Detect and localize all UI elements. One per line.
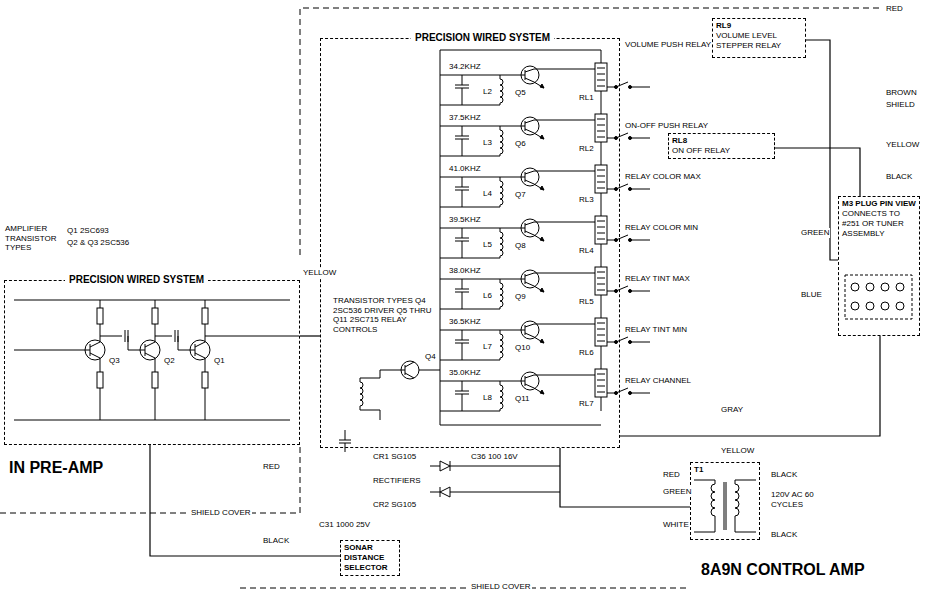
wire-connector <box>620 336 880 436</box>
schematic-label: AMPLIFIER TRANSISTOR TYPES <box>4 224 64 253</box>
schematic-label: Q10 <box>514 343 531 353</box>
schematic-label: Q8 <box>514 241 527 251</box>
node-text: VOLUME LEVEL STEPPER RELAY <box>716 31 802 51</box>
wire-connector <box>775 148 860 196</box>
schematic-label: SHIELD COVER <box>470 582 532 592</box>
schematic-label: RL3 <box>578 195 595 205</box>
schematic-label: RELAY TINT MAX <box>624 274 691 284</box>
schematic-label: Q2 <box>163 356 176 366</box>
schematic-label: L6 <box>482 291 493 301</box>
schematic-label: L2 <box>482 87 493 97</box>
wire-connector <box>300 335 320 336</box>
schematic-label: TRANSISTOR TYPES Q4 2SC536 DRIVER Q5 THR… <box>332 296 434 334</box>
schematic-label: BLACK <box>770 530 798 540</box>
schematic-label: Q1 <box>213 356 226 366</box>
dashed-region: PRECISION WIRED SYSTEM <box>320 38 620 448</box>
schematic-label: RL4 <box>578 246 595 256</box>
schematic-label: RECTIFIERS <box>372 476 422 486</box>
wire-connector <box>806 40 838 260</box>
component-box: RL8ON OFF RELAY <box>668 133 775 159</box>
schematic-label: CR1 SG105 <box>372 452 417 462</box>
schematic-label: IN PRE-AMP <box>8 458 104 477</box>
schematic-label: ON-OFF PUSH RELAY <box>624 121 709 131</box>
schematic-label: L7 <box>482 342 493 352</box>
schematic-label: 41.0KHZ <box>448 164 482 174</box>
schematic-label: L8 <box>482 393 493 403</box>
schematic-label: 34.2KHZ <box>448 62 482 72</box>
node-text: RL8 <box>672 136 771 146</box>
schematic-label: GRAY <box>720 405 744 415</box>
node-text: T1 <box>694 465 756 475</box>
schematic-label: Q9 <box>514 292 527 302</box>
schematic-label: RL7 <box>578 399 595 409</box>
schematic-label: Q2 & Q3 2SC536 <box>66 238 130 248</box>
schematic-label: RELAY COLOR MIN <box>624 223 699 233</box>
schematic-label: 36.5KHZ <box>448 317 482 327</box>
node-text: M3 PLUG PIN VIEW <box>842 199 916 209</box>
component-box: T1 <box>690 462 760 540</box>
node-text: ON OFF RELAY <box>672 146 771 156</box>
node-text: SONAR DISTANCE SELECTOR <box>344 543 396 573</box>
schematic-label: Q6 <box>514 139 527 149</box>
schematic-label: C36 100 16V <box>470 452 519 462</box>
schematic-label: Q1 2SC693 <box>66 226 110 236</box>
schematic-label: RED <box>262 462 281 472</box>
wire-connector <box>150 445 340 556</box>
schematic-label: RED <box>662 470 681 480</box>
component-box: M3 PLUG PIN VIEWCONNECTS TO #251 OR TUNE… <box>838 196 920 336</box>
schematic-label: RL1 <box>578 93 595 103</box>
schematic-label: BLACK <box>770 470 798 480</box>
schematic-label: Q11 <box>514 394 531 404</box>
schematic-label: RELAY TINT MIN <box>624 325 688 335</box>
schematic-label: RED <box>885 4 904 14</box>
schematic-label: BLACK <box>262 536 290 546</box>
schematic-label: L3 <box>482 138 493 148</box>
schematic-label: BROWN <box>885 88 918 98</box>
schematic-label: SHIELD <box>885 100 916 110</box>
schematic-label: L5 <box>482 240 493 250</box>
schematic-label: 120V AC 60 CYCLES <box>770 490 832 509</box>
schematic-label: GREEN <box>662 487 692 497</box>
schematic-label: BLACK <box>885 172 913 182</box>
schematic-label: BLUE <box>800 290 823 300</box>
schematic-label: WHITE <box>662 520 690 530</box>
region-heading: PRECISION WIRED SYSTEM <box>65 274 208 286</box>
schematic-label: 35.0KHZ <box>448 368 482 378</box>
schematic-label: YELLOW <box>720 446 755 456</box>
schematic-label: Q3 <box>108 356 121 366</box>
dashed-region: PRECISION WIRED SYSTEM <box>4 280 300 445</box>
node-text: CONNECTS TO #251 OR TUNER ASSEMBLY <box>842 209 916 239</box>
schematic-label: CR2 SG105 <box>372 500 417 510</box>
schematic-label: YELLOW <box>302 268 337 278</box>
schematic-label: 8A9N CONTROL AMP <box>700 560 866 579</box>
component-box: RL9VOLUME LEVEL STEPPER RELAY <box>712 18 806 58</box>
schematic-label: RELAY COLOR MAX <box>624 172 702 182</box>
schematic-label: L4 <box>482 189 493 199</box>
schematic-label: SHIELD COVER <box>190 508 252 518</box>
schematic-label: RL2 <box>578 144 595 154</box>
schematic-label: GREEN <box>800 228 830 238</box>
schematic-label: Q4 <box>424 352 437 362</box>
schematic-label: Q5 <box>514 88 527 98</box>
schematic-label: YELLOW <box>885 140 920 150</box>
schematic-label: 37.5KHZ <box>448 113 482 123</box>
schematic-label: VOLUME PUSH RELAY <box>624 40 712 50</box>
schematic-label: Q7 <box>514 190 527 200</box>
component-box: SONAR DISTANCE SELECTOR <box>340 540 400 576</box>
wire-connector <box>560 448 690 507</box>
schematic-label: C31 1000 25V <box>318 520 371 530</box>
node-text: RL9 <box>716 21 802 31</box>
schematic-label: RL6 <box>578 348 595 358</box>
schematic-label: 38.0KHZ <box>448 266 482 276</box>
region-heading: PRECISION WIRED SYSTEM <box>411 32 554 44</box>
schematic-label: RL5 <box>578 297 595 307</box>
schematic-label: RELAY CHANNEL <box>624 376 692 386</box>
schematic-label: 39.5KHZ <box>448 215 482 225</box>
